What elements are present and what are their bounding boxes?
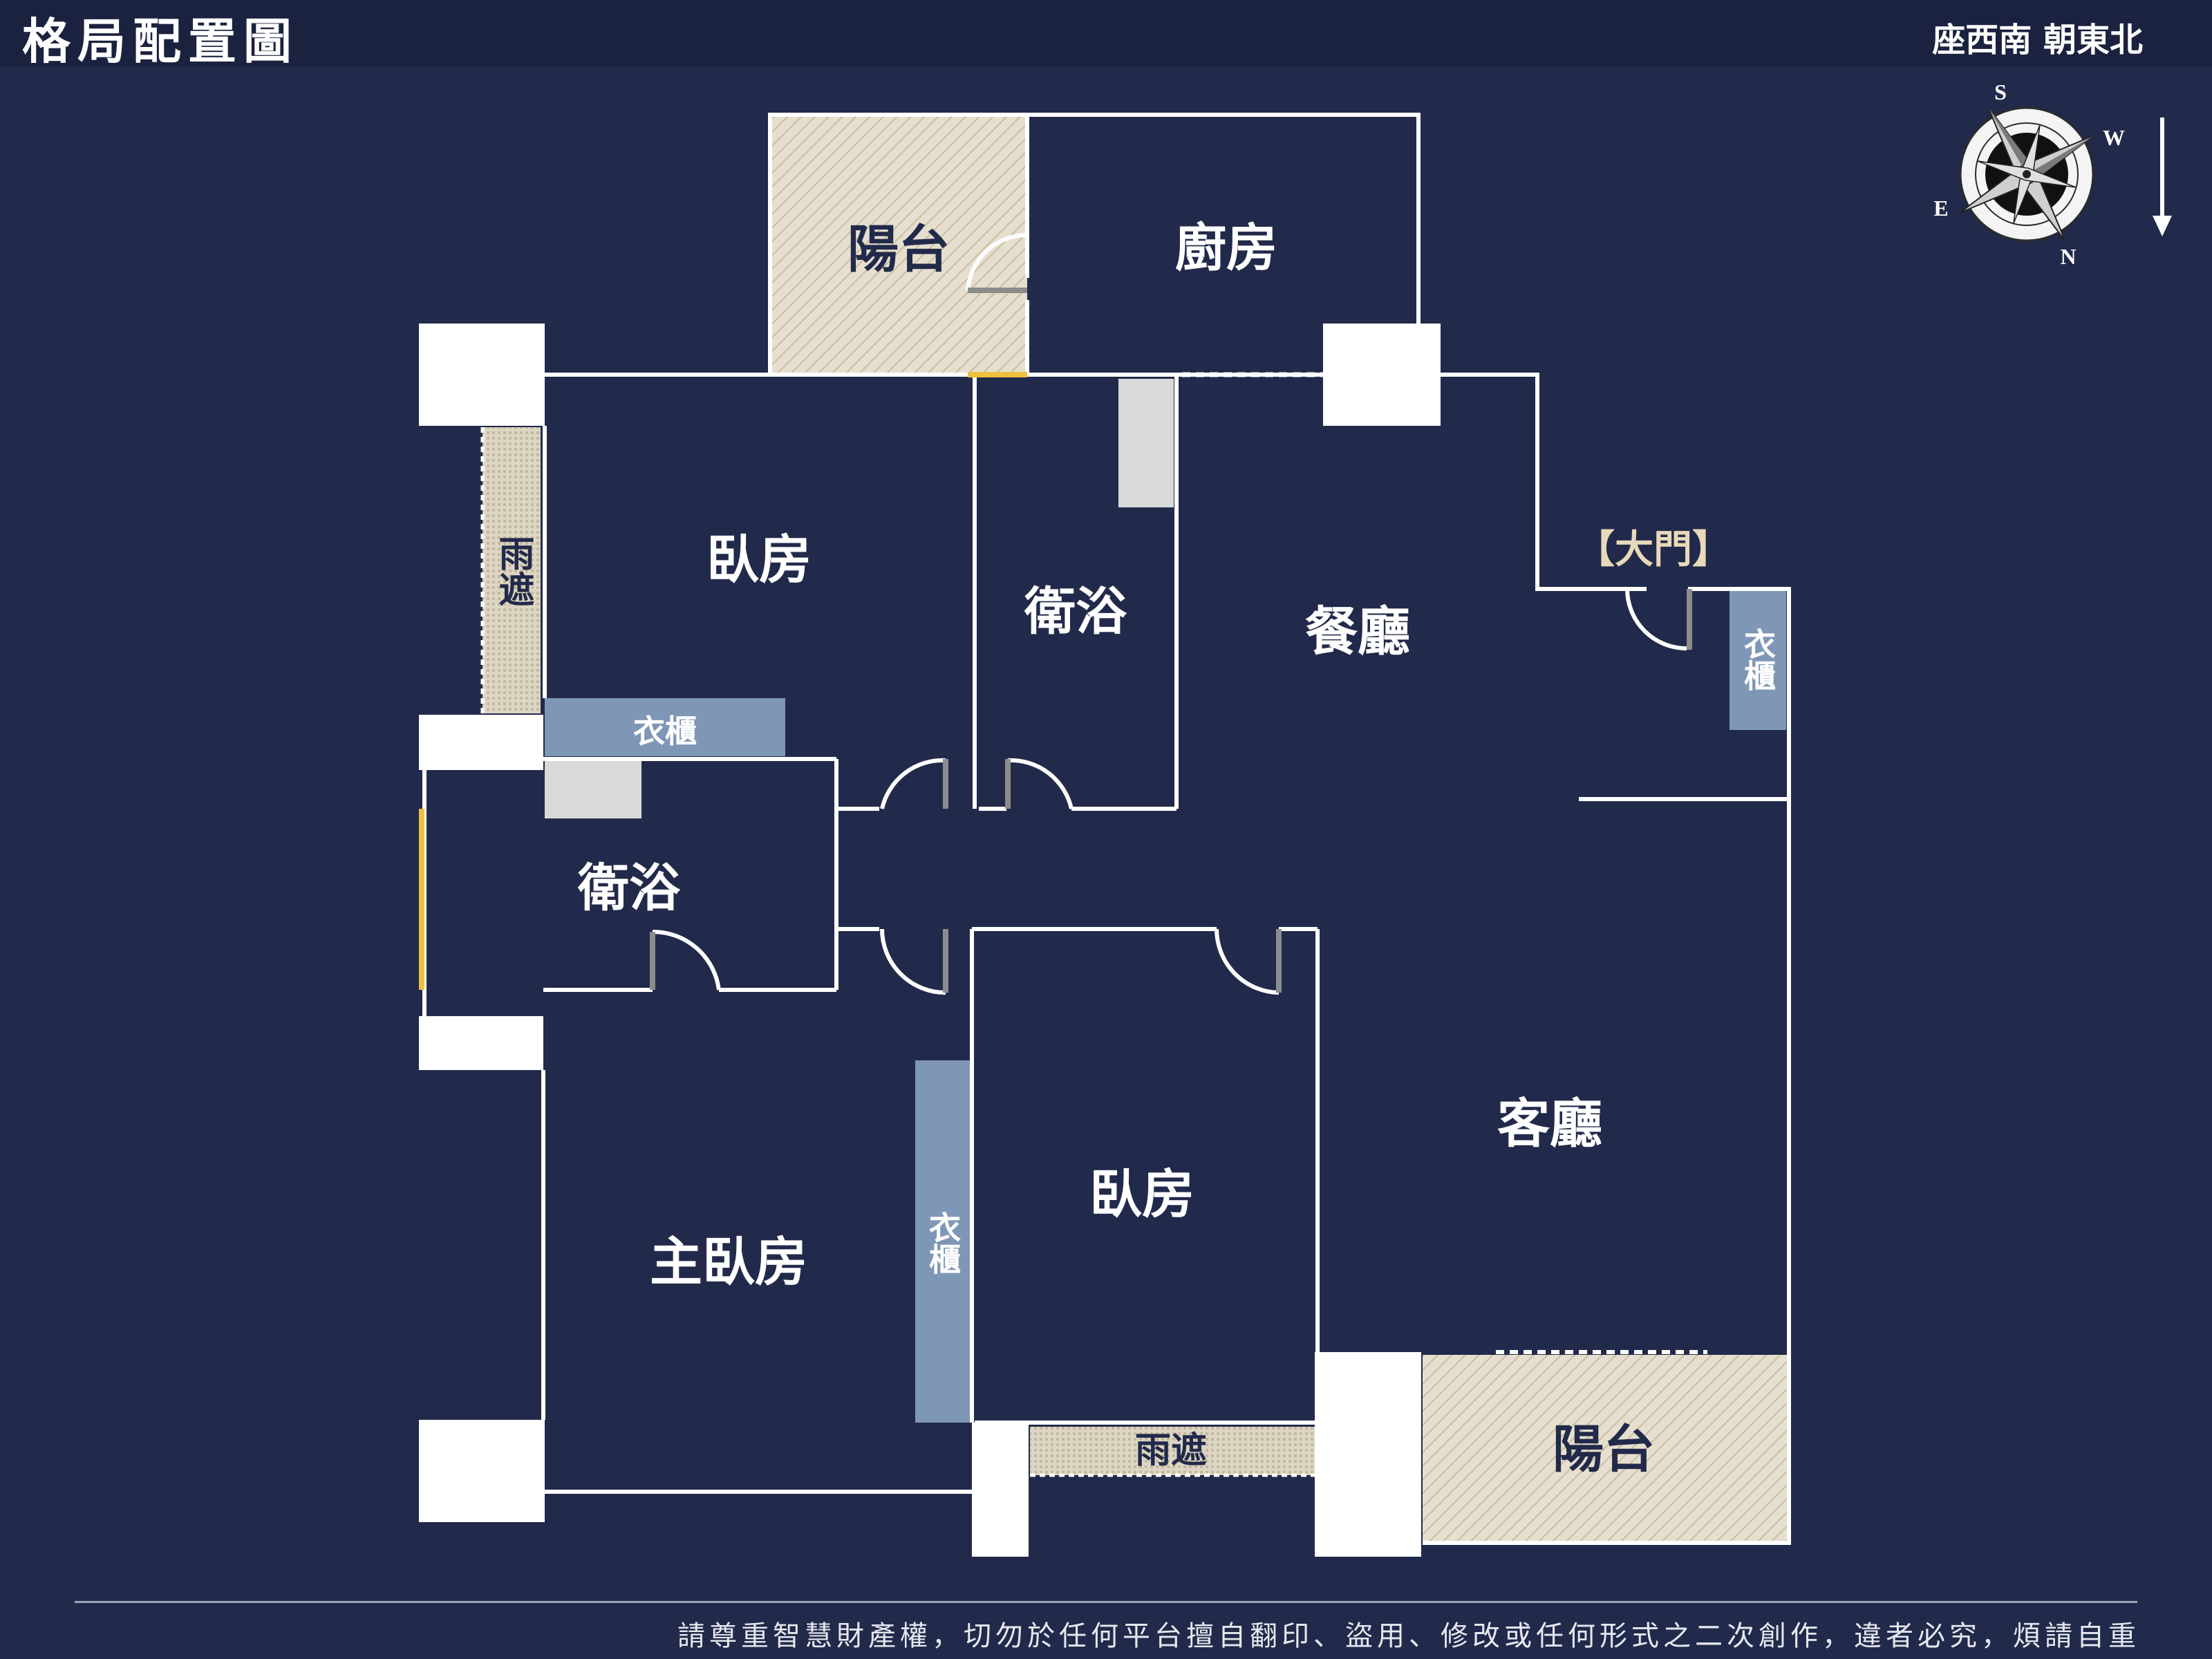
room-label-kitchen: 廚房: [1175, 218, 1277, 278]
room-label-bath-left: 衛浴: [577, 859, 681, 918]
orientation-label: 座西南 朝東北: [1932, 21, 2143, 59]
room-label-balcony-top: 陽台: [847, 220, 950, 279]
compass-letter-s: S: [1994, 79, 2007, 104]
room-label-bath-upper: 衛浴: [1024, 582, 1127, 641]
canopy-left: [482, 427, 541, 713]
room-label-living: 客廳: [1497, 1093, 1602, 1154]
compass-letter-e: E: [1933, 196, 1948, 221]
balcony-bottom: [1423, 1355, 1789, 1543]
wardrobe-upper-label: 衣櫃: [633, 713, 697, 750]
bath-fixture-upper: [1118, 379, 1174, 507]
compass-letter-n: N: [2060, 244, 2076, 269]
wardrobe-entry: [1730, 589, 1786, 730]
main-door-label: 【大門】: [1576, 527, 1731, 572]
room-label-dining: 餐廳: [1305, 601, 1410, 662]
footer-divider: [75, 1601, 2137, 1603]
wardrobe-master-label: 衣櫃: [924, 1211, 962, 1275]
walls: [422, 113, 1791, 1545]
canopy-left-label: 雨遮: [492, 535, 534, 607]
door-leaves: [650, 288, 1692, 993]
compass-letter-w: W: [2103, 125, 2125, 150]
header-bar: 格局配置圖 座西南 朝東北: [0, 0, 2212, 70]
compass-rose-icon: S W N E: [1933, 79, 2125, 269]
room-label-master-bedroom: 主臥房: [650, 1231, 807, 1293]
wardrobe-master: [915, 1060, 971, 1423]
wardrobe-upper: [545, 698, 785, 756]
page-title: 格局配置圖: [22, 13, 299, 70]
copyright-notice: 請尊重智慧財產權，切勿於任何平台擅自翻印、盜用、修改或任何形式之二次創作，違者必…: [677, 1620, 2140, 1652]
room-label-bedroom-lower: 臥房: [1089, 1163, 1194, 1225]
wardrobe-entry-label: 衣櫃: [1739, 628, 1777, 691]
room-label-balcony-bottom: 陽台: [1553, 1420, 1655, 1479]
door-swings: [652, 232, 1687, 995]
canopy-bottom-label: 雨遮: [1135, 1430, 1207, 1472]
canopy-bottom: [1030, 1427, 1315, 1475]
down-arrow-icon: [2153, 118, 2172, 236]
bath-fixture-left: [545, 760, 641, 818]
room-label-bedroom-upper: 臥房: [706, 529, 812, 590]
balcony-top: [770, 115, 1027, 375]
structural-columns: [419, 324, 1441, 1557]
